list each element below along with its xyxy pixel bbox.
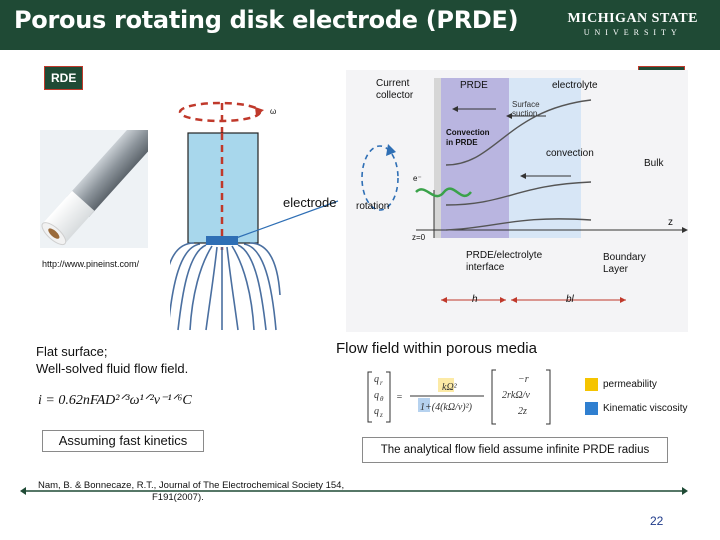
prde-diagram <box>346 70 688 332</box>
logo-line2: UNIVERSITY <box>583 28 682 37</box>
desc-line1: Flat surface; <box>36 344 108 359</box>
rde-schematic <box>170 101 339 331</box>
levich-equation: i = 0.62nFAD²ᐟ³ω¹ᐟ²ν⁻¹ᐟ⁶C <box>38 393 192 408</box>
viscosity-label: Kinematic viscosity <box>603 403 688 414</box>
svg-text:=: = <box>396 392 403 403</box>
bl-label: bl <box>566 294 574 305</box>
svg-text:q: q <box>374 390 379 401</box>
convection-prde-label: Convection in PRDE <box>446 128 490 147</box>
svg-text:θ: θ <box>380 395 384 403</box>
electron-label: e⁻ <box>413 174 422 183</box>
rotation-arrow <box>178 101 262 123</box>
svg-text:kΩ²: kΩ² <box>442 382 458 393</box>
flow-field-title: Flow field within porous media <box>336 340 537 357</box>
svg-text:1+(4(kΩ/ν)²): 1+(4(kΩ/ν)²) <box>420 402 473 413</box>
reference-line2: F191(2007). <box>152 492 204 503</box>
svg-text:2z: 2z <box>518 406 527 417</box>
fast-kinetics-box: Assuming fast kinetics <box>42 430 204 452</box>
electrode-disk <box>206 236 238 245</box>
page-number: 22 <box>650 514 664 528</box>
interface-label: PRDE/electrolyte interface <box>466 250 543 273</box>
viscosity-swatch <box>585 402 598 415</box>
svg-text:2rkΩ/ν: 2rkΩ/ν <box>502 390 530 401</box>
permeability-label: permeability <box>603 379 657 390</box>
electrolyte-label: electrolyte <box>552 80 598 91</box>
source-url: http://www.pineinst.com/ <box>42 259 140 269</box>
z-axis-label: z <box>668 217 673 228</box>
electrode-rod-illustration <box>41 107 170 246</box>
convection-label: convection <box>546 148 594 159</box>
footer-divider <box>20 487 688 495</box>
svg-text:z: z <box>379 411 383 419</box>
permeability-swatch <box>585 378 598 391</box>
slide-title: Porous rotating disk electrode (PRDE) <box>14 6 519 34</box>
university-logo: MICHIGAN STATE UNIVERSITY <box>567 11 698 37</box>
surface-suction-label: Surface suction <box>512 100 540 118</box>
bulk-label: Bulk <box>644 158 664 169</box>
svg-text:−r: −r <box>518 374 529 385</box>
current-collector <box>434 78 441 238</box>
desc-line2: Well-solved fluid flow field. <box>36 361 189 376</box>
h-label: h <box>472 294 478 305</box>
analytical-flow-box: The analytical flow field assume infinit… <box>362 437 668 463</box>
title-bar: Porous rotating disk electrode (PRDE) MI… <box>0 0 720 50</box>
prde-label: PRDE <box>460 80 488 91</box>
current-collector-label: Current collector <box>376 78 414 101</box>
boundary-layer-label: Boundary Layer <box>603 252 646 275</box>
svg-text:q: q <box>374 406 379 417</box>
rde-badge: RDE <box>44 66 84 90</box>
reference-line1: Nam, B. & Bonnecaze, R.T., Journal of Th… <box>38 480 345 491</box>
svg-text:r: r <box>380 379 383 387</box>
electrode-label: electrode <box>283 195 337 210</box>
rotation-label: rotation <box>356 201 390 212</box>
svg-text:q: q <box>374 374 379 385</box>
rde-photo <box>40 107 170 248</box>
omega-label: ω <box>270 107 277 116</box>
boundary-layer-region <box>509 78 581 238</box>
z0-label: z=0 <box>412 233 426 242</box>
logo-line1: MICHIGAN STATE <box>567 11 698 26</box>
